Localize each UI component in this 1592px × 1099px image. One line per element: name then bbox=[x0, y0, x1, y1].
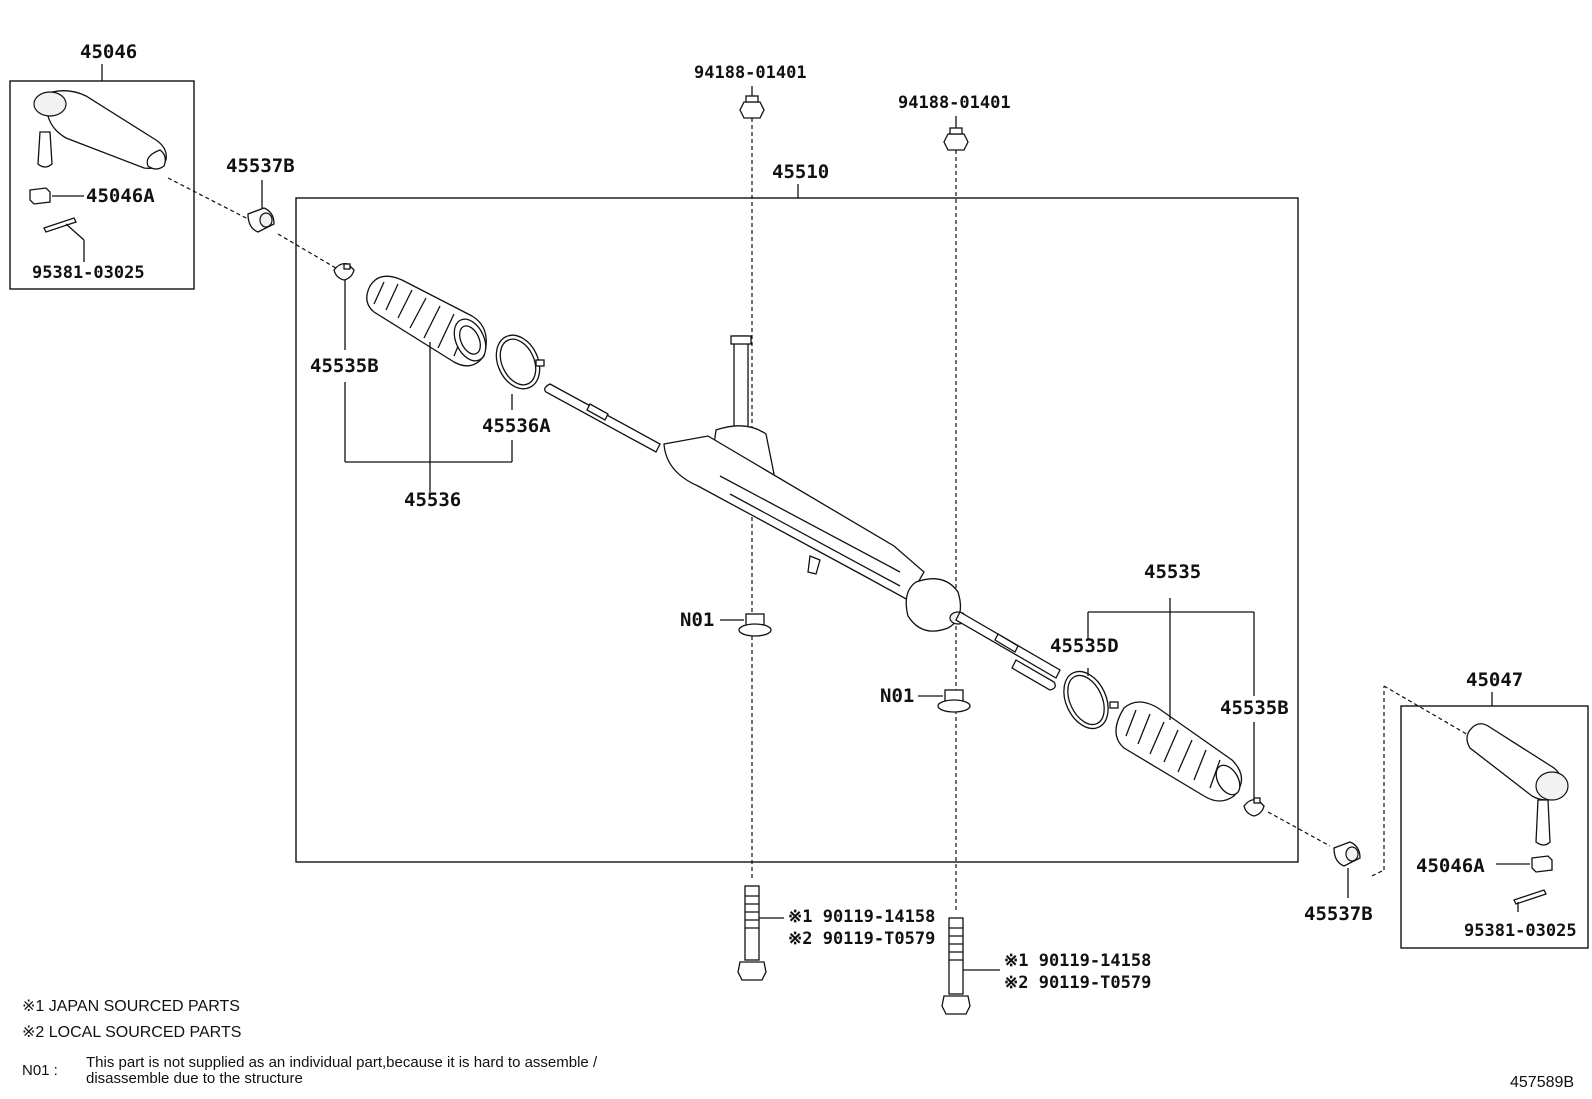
label-95381-right: 95381-03025 bbox=[1464, 921, 1577, 941]
label-45535B-left: 45535B bbox=[310, 355, 379, 377]
right-clamp-illustration bbox=[1243, 797, 1265, 817]
label-bolt-right-1: ※1 90119-14158 bbox=[1004, 951, 1151, 971]
label-45536A: 45536A bbox=[482, 415, 551, 437]
left-clamp-illustration bbox=[333, 262, 355, 281]
label-94188-left: 94188-01401 bbox=[694, 63, 807, 83]
label-45047: 45047 bbox=[1466, 669, 1523, 691]
left-nut-45046A-illustration bbox=[29, 187, 51, 205]
footnote-japan-sourced: ※1 JAPAN SOURCED PARTS bbox=[22, 998, 240, 1015]
steering-rack-illustration bbox=[544, 335, 1061, 691]
top-nut-right-illustration bbox=[943, 127, 969, 151]
right-nut-45046A-illustration bbox=[1531, 855, 1553, 873]
right-boot-illustration bbox=[1115, 701, 1243, 802]
label-45537B-left: 45537B bbox=[226, 155, 295, 177]
n01-left-illustration bbox=[738, 613, 772, 637]
label-94188-right: 94188-01401 bbox=[898, 93, 1011, 113]
left-band-illustration bbox=[495, 334, 545, 390]
label-45046: 45046 bbox=[80, 41, 137, 63]
label-bolt-left-1: ※1 90119-14158 bbox=[788, 907, 935, 927]
left-boot-clip-illustration bbox=[247, 207, 275, 233]
right-boot-clip-illustration bbox=[1333, 841, 1361, 867]
label-45537B-right: 45537B bbox=[1304, 903, 1373, 925]
right-band-illustration bbox=[1063, 670, 1119, 730]
label-45510: 45510 bbox=[772, 161, 829, 183]
label-n01-right: N01 bbox=[880, 685, 914, 707]
bolt-right-illustration bbox=[941, 917, 971, 1015]
label-45046A-right: 45046A bbox=[1416, 855, 1485, 877]
label-45535D: 45535D bbox=[1050, 635, 1119, 657]
top-nut-left-illustration bbox=[739, 95, 765, 119]
tie-rod-end-right-illustration bbox=[1466, 723, 1569, 846]
footnote-n01-text-line2: disassemble due to the structure bbox=[86, 1070, 303, 1087]
label-45535: 45535 bbox=[1144, 561, 1201, 583]
right-tie-rod-box bbox=[1400, 705, 1589, 949]
footnote-n01-key: N01 : bbox=[22, 1062, 58, 1079]
right-cotter-pin-illustration bbox=[1513, 889, 1547, 912]
left-cotter-pin-illustration bbox=[43, 217, 85, 262]
left-boot-illustration bbox=[366, 275, 487, 367]
n01-right-illustration bbox=[937, 689, 971, 713]
bolt-left-illustration bbox=[737, 885, 767, 981]
label-n01-left: N01 bbox=[680, 609, 714, 631]
footnote-n01-text-line1: This part is not supplied as an individu… bbox=[86, 1054, 598, 1071]
label-95381-left: 95381-03025 bbox=[32, 263, 145, 283]
label-bolt-right-2: ※2 90119-T0579 bbox=[1004, 973, 1151, 993]
label-bolt-left-2: ※2 90119-T0579 bbox=[788, 929, 935, 949]
rack-assembly-box bbox=[295, 197, 1299, 863]
label-45046A-left: 45046A bbox=[86, 185, 155, 207]
tie-rod-end-left-illustration bbox=[33, 90, 167, 170]
label-45535B-right: 45535B bbox=[1220, 697, 1289, 719]
label-45536: 45536 bbox=[404, 489, 461, 511]
diagram-code: 457589B bbox=[1510, 1074, 1575, 1091]
footnote-local-sourced: ※2 LOCAL SOURCED PARTS bbox=[22, 1024, 242, 1041]
